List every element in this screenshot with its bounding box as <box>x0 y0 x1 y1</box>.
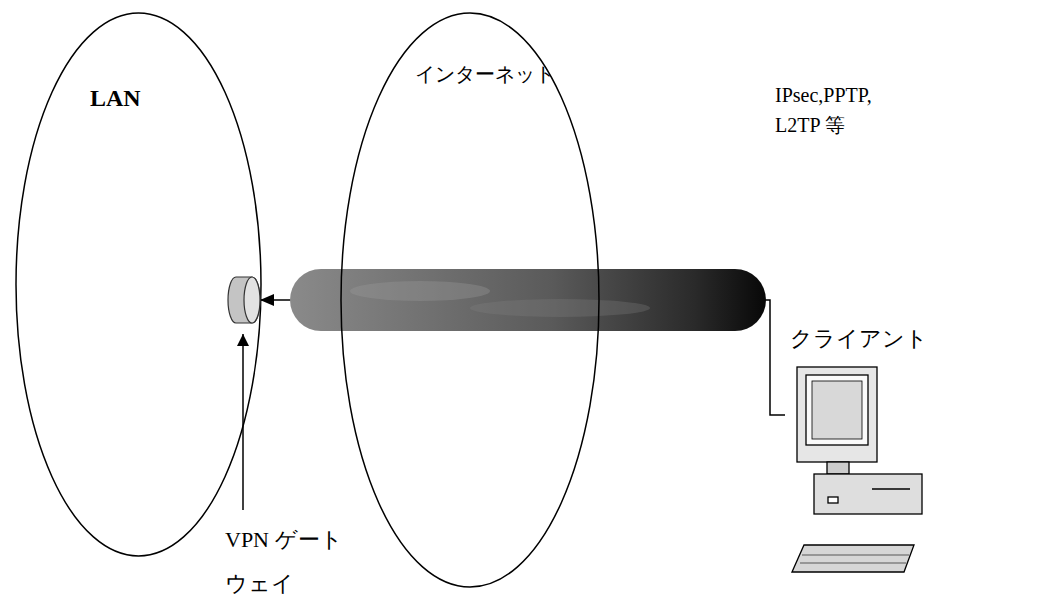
network-region: LAN VPN ゲートウェイ <box>15 12 262 557</box>
tunnel-texture <box>350 281 490 301</box>
keyboard-rows <box>800 555 909 563</box>
screen-area <box>812 381 862 439</box>
client-node: クライアント <box>785 325 933 583</box>
node-outline <box>228 277 260 323</box>
vpn-gateway: VPN ゲートウェイ <box>228 277 260 323</box>
monitor-stand <box>827 462 849 474</box>
network-region: インターネット <box>340 12 600 588</box>
vpn-tunnel <box>290 269 766 331</box>
gateway-cylinder <box>228 277 260 323</box>
region-ellipse <box>341 13 599 587</box>
node-outline <box>340 12 600 588</box>
base-unit <box>814 474 922 514</box>
node-label: インターネット <box>415 62 555 86</box>
drive-slot <box>872 488 910 489</box>
node-label: LAN <box>90 84 141 113</box>
tunnel-texture <box>470 299 650 317</box>
monitor-screen <box>806 375 868 445</box>
node-label: クライアント <box>785 325 933 354</box>
client-computer <box>792 367 927 579</box>
protocol-label: IPsec,PPTP, L2TP 等 <box>775 80 897 140</box>
keyboard <box>792 545 914 572</box>
node-label: VPN ゲートウェイ <box>225 518 365 598</box>
power-button <box>828 497 838 503</box>
gateway-face <box>244 277 260 323</box>
region-ellipse <box>16 13 261 556</box>
monitor-case <box>797 367 877 462</box>
label-holder: IPsec,PPTP, L2TP 等 <box>775 80 897 140</box>
